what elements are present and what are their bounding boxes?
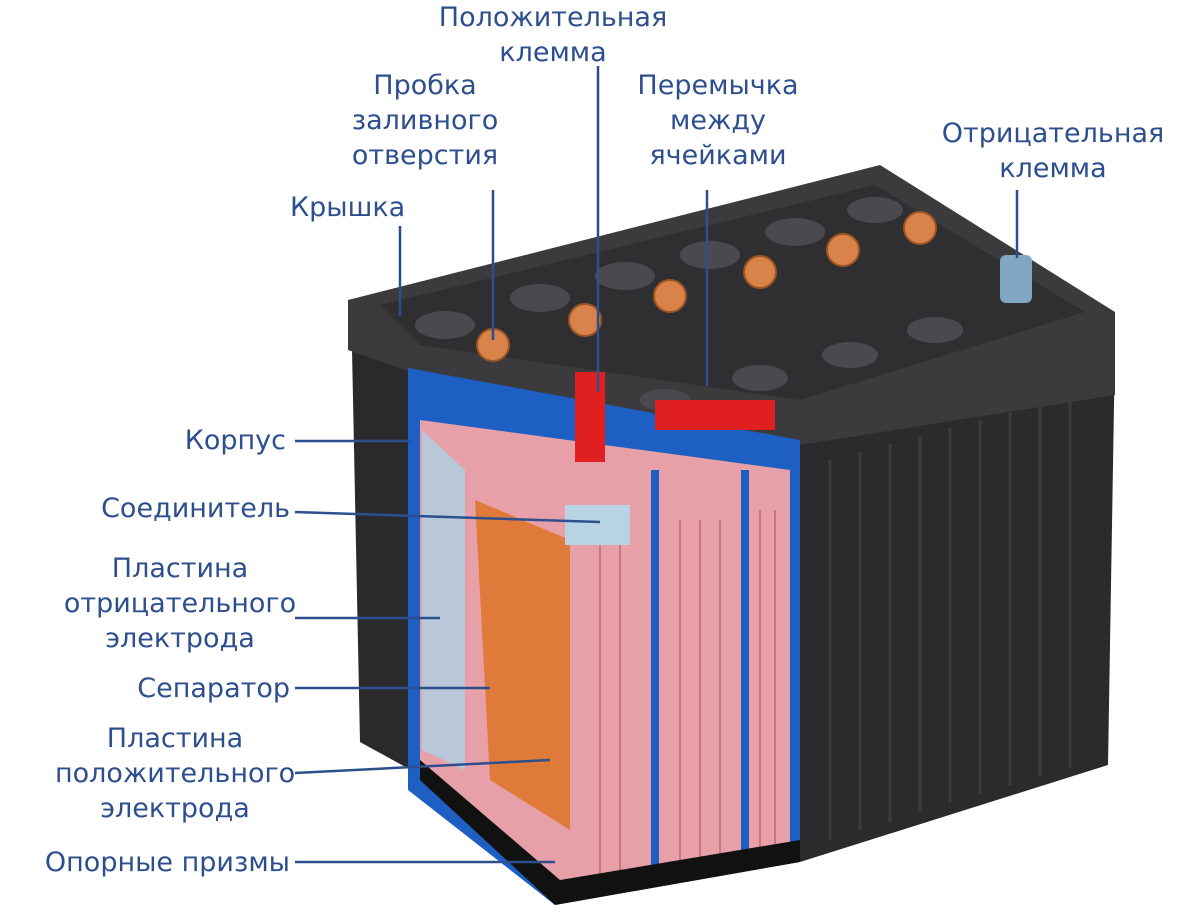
label-line: клемма [999, 153, 1107, 184]
label-line: Пластина [111, 553, 249, 584]
positive-plate-grid [475, 500, 570, 830]
label-line: Пластина [106, 723, 244, 754]
filler-caps [476, 211, 937, 362]
label-line: ячейками [649, 140, 787, 171]
label-line: Пробка [373, 70, 477, 101]
label-line: отрицательного [63, 588, 297, 619]
label-lid: Крышка [290, 192, 406, 223]
negative-plate-grid [422, 430, 465, 770]
label-positive-terminal: Положительная клемма [413, 0, 693, 70]
battery-case-right [800, 345, 1115, 862]
negative-terminal-post [1000, 255, 1032, 303]
positive-terminal-red [575, 372, 605, 462]
case-ribs [828, 396, 1072, 840]
label-positive-plate: Пластина положительного электрода [55, 721, 295, 826]
label-line: отверстия [351, 140, 499, 171]
label-negative-terminal: Отрицательная клемма [920, 116, 1186, 186]
label-line: между [670, 105, 766, 136]
label-cell-connector: Перемычка между ячейками [608, 68, 828, 173]
label-filler-plug: Пробка заливного отверстия [325, 68, 525, 173]
leader-lines [294, 66, 1019, 864]
label-connector: Соединитель [101, 493, 290, 524]
battery-case-left [352, 350, 420, 775]
cell-connector-red [655, 400, 775, 430]
label-support-prisms: Опорные призмы [44, 847, 290, 878]
label-line: Положительная [438, 2, 668, 33]
label-line: электрода [100, 793, 250, 824]
label-line: положительного [55, 758, 296, 789]
label-line: Перемычка [637, 70, 799, 101]
plate-stripes [599, 510, 776, 880]
label-separator: Сепаратор [137, 673, 290, 704]
label-negative-plate: Пластина отрицательного электрода [60, 551, 300, 656]
cell-walls [651, 470, 749, 870]
label-line: клемма [499, 37, 607, 68]
label-line: электрода [105, 623, 255, 654]
connector-block [565, 505, 630, 545]
label-line: Отрицательная [941, 118, 1165, 149]
label-case: Корпус [184, 425, 286, 456]
label-line: заливного [351, 105, 499, 136]
